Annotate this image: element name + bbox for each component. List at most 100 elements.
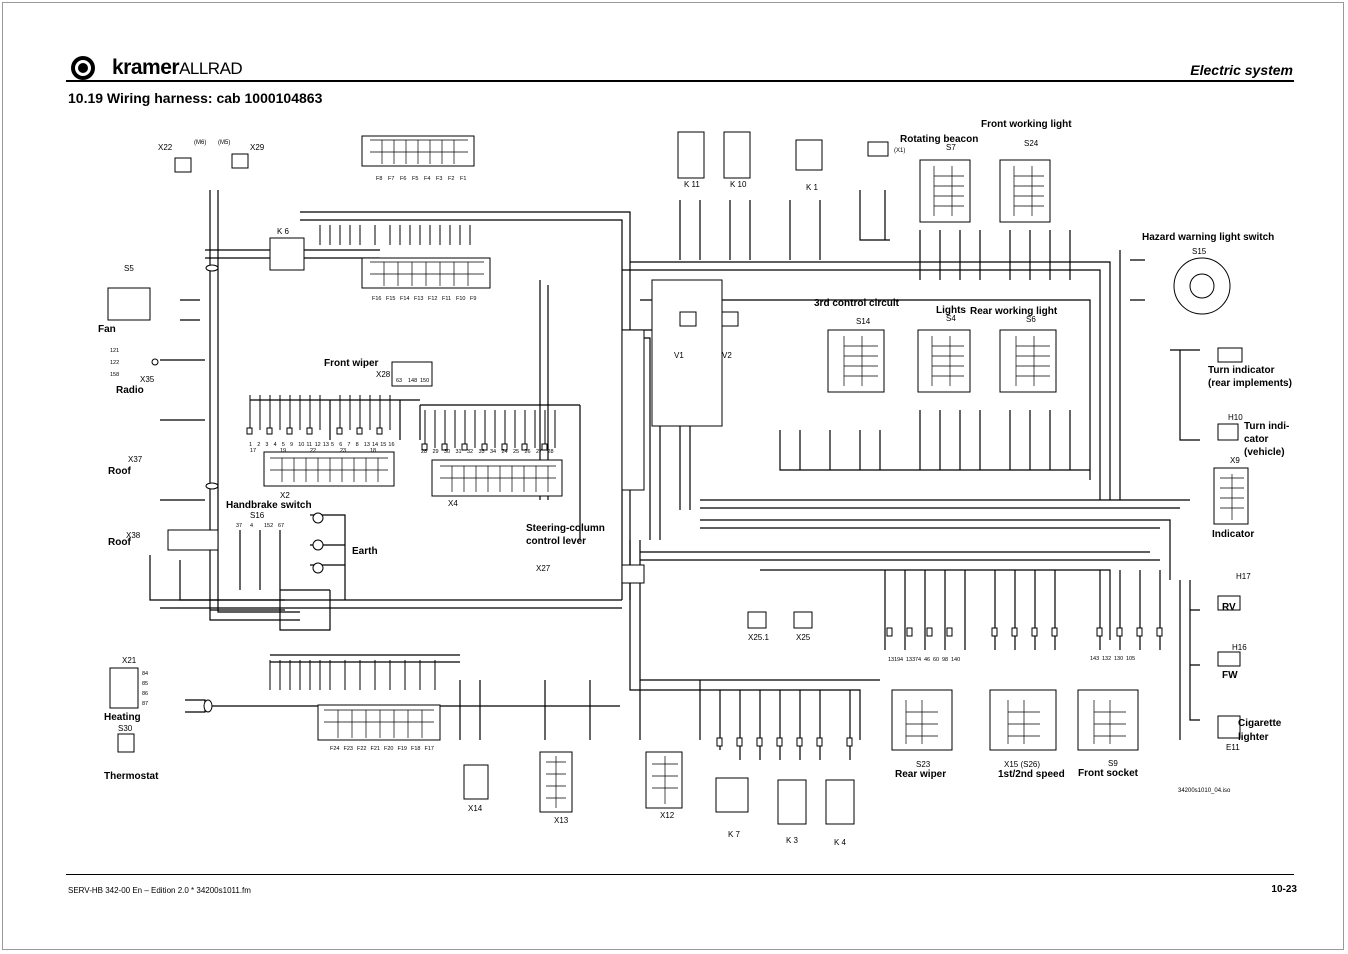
des-x21: X21 [122,656,137,665]
wire-number-x21: 87 [142,701,148,707]
wire-number-x4-top: 30 [444,449,450,455]
brand-main: kramer [112,56,180,79]
relay-k11 [677,131,705,179]
connector-x2 [263,451,395,487]
connector-x21 [109,667,139,709]
wire-number-s16: 37 [236,523,242,529]
wire-number-fuse-top: F3 [436,176,442,182]
wire-number-x4-top: 32 [467,449,473,455]
wire-number-x28: 148 [408,378,417,384]
des-v2: V2 [722,351,732,360]
des-x9: X9 [1230,456,1240,465]
lamp-h10 [1217,423,1239,441]
wire-number-x2-top: 16 [388,442,394,448]
footer-doc-ref: SERV-HB 342-00 En – Edition 2.0 * 34200s… [68,886,251,895]
round-symbols [151,257,1231,713]
des-x1: (X1) [894,148,905,154]
wire-number-x2-top: 4 [274,442,277,448]
des-k4: K 4 [834,838,847,847]
wire-number-rear-wiper: 46 [924,657,930,663]
des-v1: V1 [674,351,684,360]
label-handbrake-switch: Handbrake switch [226,500,312,511]
wire-number-fuse-bottom: F12 [428,296,437,302]
label-hazard-switch: Hazard warning light switch [1142,232,1274,243]
lamp-h17 [1217,595,1241,611]
label-indicator: Indicator [1212,529,1254,540]
label-front-wiper: Front wiper [324,358,379,369]
wire-number-fuse-bottom: F11 [442,296,451,302]
wire-number-x21: 85 [142,681,148,687]
des-x22: X22 [158,143,173,152]
label-speed: 1st/2nd speed [998,769,1065,780]
connector-s30 [117,733,135,753]
des-k7: K 7 [728,830,741,839]
wire-number-front-socket: 130 [1114,656,1123,662]
wire-number-fuse-bottom: F10 [456,296,465,302]
wire-number-fuse-low: F23 [344,746,353,752]
des-x37: X37 [128,455,143,464]
wire-number-s16: 152 [264,523,273,529]
wire-number-x2-top: 6 [339,442,342,448]
des-x4: X4 [448,499,458,508]
wire-number-fuse-low: F22 [357,746,366,752]
relay-k4 [825,779,855,825]
junction-block [167,529,219,551]
des-x35: X35 [140,375,155,384]
wire-number-s16: 67 [278,523,284,529]
wire-number-fuse-low: F21 [371,746,380,752]
label-thermostat: Thermostat [104,771,159,782]
wire-number-x4-top: 33 [479,449,485,455]
des-s7: S7 [946,143,956,152]
label-front-socket: Front socket [1078,768,1139,779]
des-s4: S4 [946,314,956,323]
label-fan: Fan [98,324,116,335]
switch-s4 [917,329,971,393]
wire-number-rear-wiper: 133 [906,657,915,663]
terminal-stubs [246,225,1163,747]
des-x25-1: X25.1 [748,633,769,642]
switch-x15 [989,689,1057,751]
wire-number-rear-wiper: 94 [897,657,903,663]
connector-x25-1 [747,611,767,629]
wire-number-fuse-bottom: F13 [414,296,423,302]
label-rear-wiper: Rear wiper [895,769,946,780]
wire-number-x4-top: 25 [513,449,519,455]
des-x15: X15 (S26) [1004,760,1040,769]
des-x38: X38 [126,531,141,540]
socket-s9 [1077,689,1139,751]
section-title: Electric system [1190,62,1293,78]
brand-sub: ALLRAD [179,59,243,78]
label-rear-working-light: Rear working light [970,306,1058,317]
label-heating: Heating [104,712,141,723]
connector-s5 [107,287,151,321]
wire-number-x4-top: 28 [548,449,554,455]
wire-number-x2-top: 14 [372,442,378,448]
connector-x25 [793,611,813,629]
component-labels: Fan Radio Roof Roof Heating Thermostat H… [98,119,1292,782]
label-lights: Lights [936,305,966,316]
wire-number-s16: 4 [250,523,253,529]
footer-rule [66,874,1294,875]
lamp-h17-turn [1217,347,1243,363]
wire-number-rear-wiper: 98 [942,657,948,663]
des-x13: X13 [554,816,569,825]
wire-number-x21: 86 [142,691,148,697]
wire-number-x28: 150 [420,378,429,384]
label-rotating-beacon: Rotating beacon [900,134,978,145]
des-s24: S24 [1024,139,1039,148]
des-x25: X25 [796,633,811,642]
des-x14: X14 [468,804,483,813]
label-turn-vehicle-3: (vehicle) [1244,447,1285,458]
des-s6: S6 [1026,315,1036,324]
relay-k1 [795,139,823,171]
label-turn-indicator-rear-2: (rear implements) [1208,378,1292,389]
des-s16: S16 [250,511,265,520]
wire-number-fuse-low: F20 [384,746,393,752]
wire-number-fuse-top: F6 [400,176,406,182]
des-m6: (M6) [194,140,206,146]
connector-cells [270,139,1244,808]
des-k6: K 6 [277,227,290,236]
